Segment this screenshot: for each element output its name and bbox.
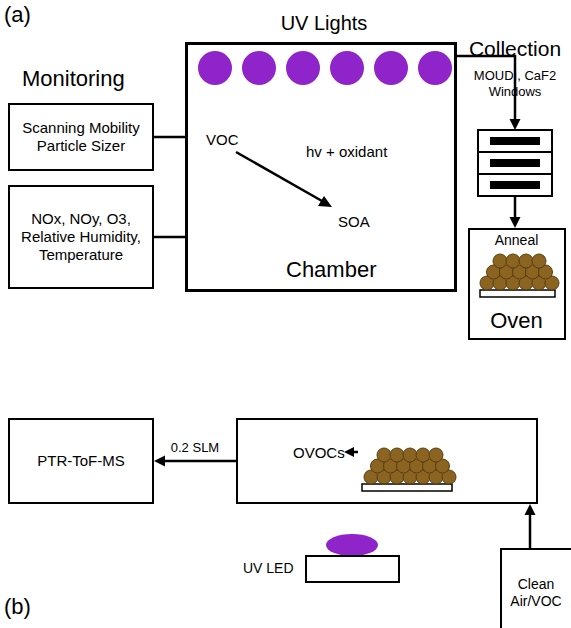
ovoc-arrowhead: [344, 447, 354, 457]
connector: [525, 504, 536, 548]
uv-led: [326, 534, 378, 556]
node-box: Clean Air/VOC: [500, 548, 571, 628]
node-text: Anneal: [470, 232, 563, 249]
node-box: PTR-ToF-MS: [8, 418, 154, 504]
connector: [154, 137, 185, 138]
sample-plate: [362, 484, 452, 491]
moudi-stack: [478, 130, 552, 196]
node-text: Chamber: [286, 257, 376, 283]
node-text: Oven: [470, 308, 563, 334]
node-text: UV LED: [243, 560, 294, 577]
node-box: AnnealOven: [468, 228, 566, 340]
soa-particles: [364, 254, 559, 484]
node-text: hv + oxidant: [306, 143, 387, 161]
node-text: PTR-ToF-MS: [37, 452, 125, 470]
connector: [154, 237, 185, 238]
node-box: CollectionMOUDI, CaF2 Windows: [478, 130, 552, 196]
node-text: MOUDI, CaF2 Windows: [453, 68, 571, 99]
node-text: Collection: [458, 36, 571, 61]
reaction-arrowhead: [318, 196, 332, 207]
node-box: OVOCs: [236, 418, 538, 504]
panel-label: Monitoring: [22, 66, 125, 92]
panel-label: (a): [4, 2, 31, 28]
node-text: Scanning Mobility Particle Sizer: [16, 119, 146, 155]
connector: [510, 196, 521, 228]
panel-label: (b): [4, 594, 31, 620]
node-text: NOx, NOy, O3, Relative Humidity, Tempera…: [16, 210, 146, 264]
oven-plate: [480, 290, 555, 297]
uv-lights: [198, 51, 452, 85]
flow-label: 0.2 SLM: [170, 440, 220, 455]
connector: [154, 456, 236, 467]
node-box: NOx, NOy, O3, Relative Humidity, Tempera…: [8, 185, 154, 289]
moudi-plates: [490, 137, 540, 189]
node-text: VOC: [206, 131, 239, 149]
node-text: SOA: [338, 213, 370, 231]
node-text: OVOCs: [293, 444, 345, 462]
node-box: Scanning Mobility Particle Sizer: [8, 103, 154, 171]
node-text: UV Lights: [188, 11, 460, 35]
node-box: UV LightsVOChv + oxidantSOAChamber: [185, 42, 457, 292]
node-box: UV LED: [305, 555, 400, 583]
node-text: Clean Air/VOC: [508, 576, 564, 610]
